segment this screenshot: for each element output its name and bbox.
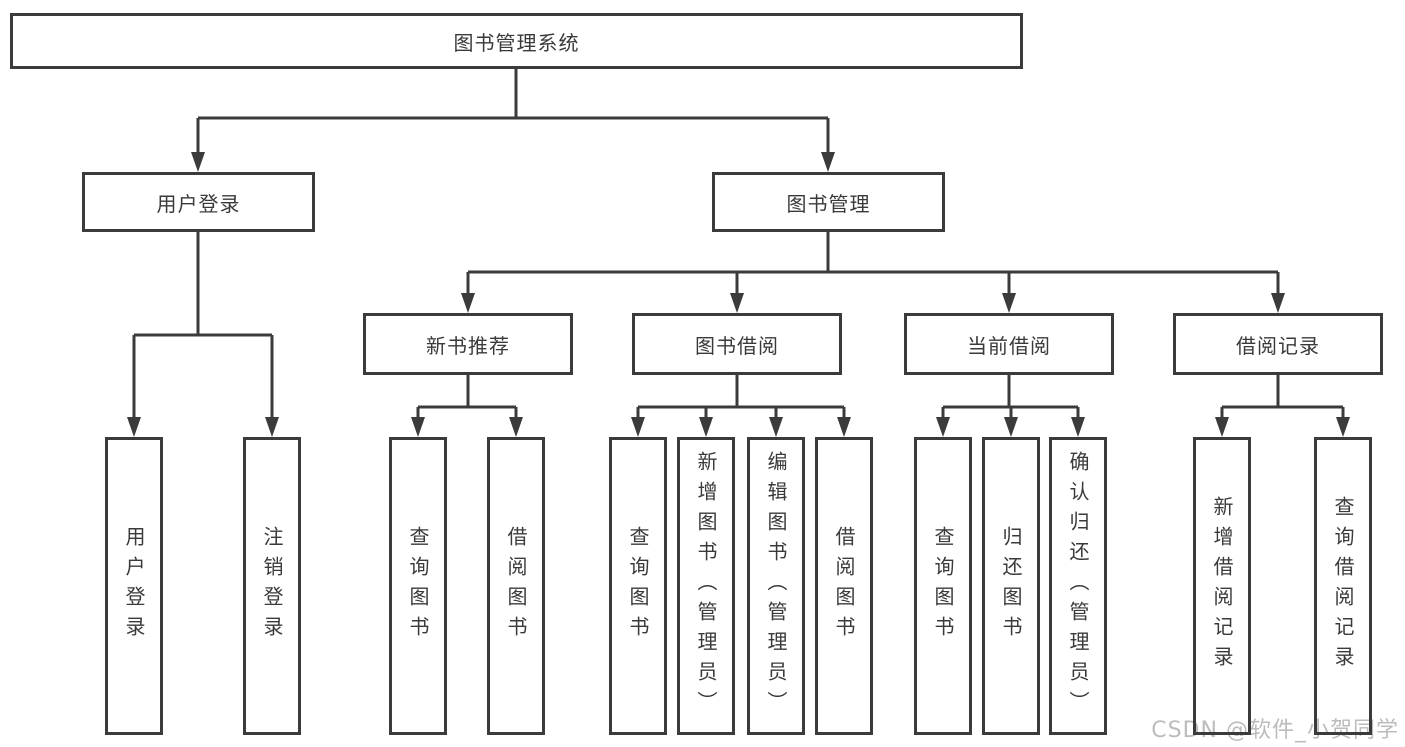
leaf-confirm-return-admin-label: 确认归还（管理员） xyxy=(1066,451,1090,721)
leaf-borrow-book-recommend-label: 借阅图书 xyxy=(504,526,528,646)
leaf-confirm-return-admin: 确认归还（管理员） xyxy=(1049,437,1107,735)
node-new-book-recommend: 新书推荐 xyxy=(363,313,573,375)
connector-current-borrow xyxy=(936,375,1085,437)
node-user-login: 用户登录 xyxy=(82,172,315,232)
leaf-query-book-borrow-label: 查询图书 xyxy=(626,526,650,646)
node-current-borrow: 当前借阅 xyxy=(904,313,1114,375)
leaf-borrow-book-recommend: 借阅图书 xyxy=(487,437,545,735)
leaf-query-borrow-record: 查询借阅记录 xyxy=(1314,437,1372,735)
node-borrow-records-label: 借阅记录 xyxy=(1236,333,1320,358)
connector-new-book xyxy=(411,375,523,437)
leaf-return-book-label: 归还图书 xyxy=(999,526,1023,646)
leaf-query-book-current: 查询图书 xyxy=(914,437,972,735)
leaf-logout-label: 注销登录 xyxy=(260,526,284,646)
node-book-borrow-label: 图书借阅 xyxy=(695,333,779,358)
leaf-query-borrow-record-label: 查询借阅记录 xyxy=(1331,496,1355,676)
leaf-add-borrow-record-label: 新增借阅记录 xyxy=(1210,496,1234,676)
leaf-query-book-recommend: 查询图书 xyxy=(389,437,447,735)
leaf-edit-book-admin-label: 编辑图书（管理员） xyxy=(764,451,788,721)
connector-book-management xyxy=(461,232,1285,313)
leaf-return-book: 归还图书 xyxy=(982,437,1040,735)
leaf-query-book-borrow: 查询图书 xyxy=(609,437,667,735)
node-book-borrow: 图书借阅 xyxy=(632,313,842,375)
csdn-watermark: CSDN @软件_小贺同学 xyxy=(1151,718,1399,743)
node-root-system: 图书管理系统 xyxy=(10,13,1023,69)
node-borrow-records: 借阅记录 xyxy=(1173,313,1383,375)
leaf-query-book-recommend-label: 查询图书 xyxy=(406,526,430,646)
node-book-management: 图书管理 xyxy=(712,172,945,232)
leaf-add-book-admin-label: 新增图书（管理员） xyxy=(694,451,718,721)
node-book-management-label: 图书管理 xyxy=(786,191,871,216)
leaf-edit-book-admin: 编辑图书（管理员） xyxy=(747,437,805,735)
node-user-login-label: 用户登录 xyxy=(156,191,241,216)
connector-book-borrow xyxy=(631,375,851,437)
connector-root xyxy=(191,68,835,172)
leaf-query-book-current-label: 查询图书 xyxy=(931,526,955,646)
leaf-logout: 注销登录 xyxy=(243,437,301,735)
leaf-user-login: 用户登录 xyxy=(105,437,163,735)
leaf-borrow-book: 借阅图书 xyxy=(815,437,873,735)
node-new-book-recommend-label: 新书推荐 xyxy=(426,333,510,358)
node-root-label: 图书管理系统 xyxy=(453,30,580,55)
leaf-add-book-admin: 新增图书（管理员） xyxy=(677,437,735,735)
node-current-borrow-label: 当前借阅 xyxy=(967,333,1051,358)
connector-user-login xyxy=(127,232,279,437)
connector-borrow-records xyxy=(1215,375,1350,437)
leaf-borrow-book-label: 借阅图书 xyxy=(832,526,856,646)
leaf-user-login-label: 用户登录 xyxy=(122,526,146,646)
leaf-add-borrow-record: 新增借阅记录 xyxy=(1193,437,1251,735)
